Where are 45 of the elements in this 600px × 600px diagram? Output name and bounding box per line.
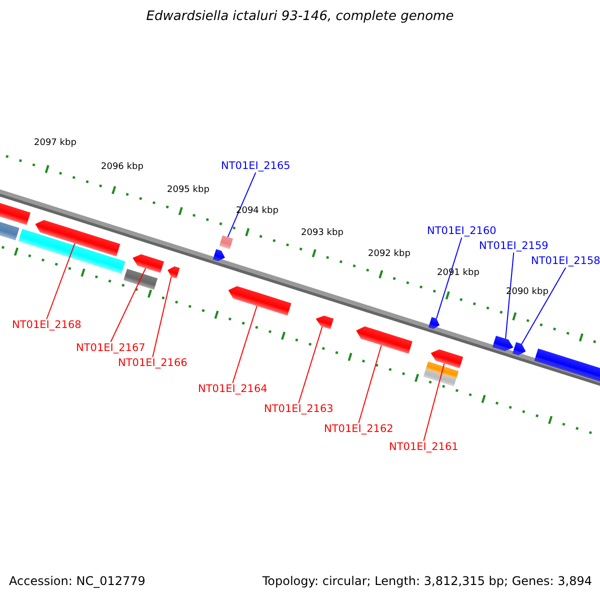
gene-label: NT01EI_2161 xyxy=(389,441,458,454)
gene-label: NT01EI_2162 xyxy=(324,423,394,436)
leader-line xyxy=(423,363,445,442)
gene-bar xyxy=(426,362,459,379)
scale-label: 2096 kbp xyxy=(101,162,144,173)
gene-feature xyxy=(228,286,292,316)
gene-label: NT01EI_2160 xyxy=(427,225,496,238)
scale-label: 2097 kbp xyxy=(34,138,76,149)
gene-label: NT01EI_2168 xyxy=(12,319,82,332)
leader-line xyxy=(152,276,172,358)
leader-line xyxy=(521,267,566,344)
leader-line xyxy=(232,305,258,384)
gene-feature xyxy=(316,316,334,330)
gene-feature xyxy=(356,326,412,354)
gene-feature xyxy=(212,249,225,262)
footer-text: Topology: circular; Length: 3,812,315 bp; Genes: 3,894 xyxy=(262,574,592,588)
gene-feature xyxy=(132,254,164,273)
leader-line xyxy=(505,252,514,340)
footer-text: Accession: NC_012779 xyxy=(9,574,146,588)
leader-line xyxy=(436,237,462,320)
gene-feature xyxy=(492,336,514,352)
gene-label: NT01EI_2166 xyxy=(118,357,188,370)
gene-label: NT01EI_2163 xyxy=(264,403,334,416)
leader-line xyxy=(358,344,382,424)
scale-label: 2092 kbp xyxy=(368,249,410,260)
leader-line xyxy=(46,242,76,320)
scale-label: 2095 kbp xyxy=(167,185,210,196)
gene-feature xyxy=(430,349,464,368)
gene-label: NT01EI_2158 xyxy=(531,255,600,268)
gene-bar xyxy=(423,369,456,386)
gene-bar xyxy=(18,228,126,274)
gene-label: NT01EI_2164 xyxy=(198,383,268,396)
leader-line xyxy=(298,326,323,404)
leader-line xyxy=(227,172,256,238)
title: Edwardsiella ictaluri 93-146, complete genome xyxy=(145,9,455,25)
gene-label: NT01EI_2159 xyxy=(479,240,548,253)
gene-bar xyxy=(124,268,158,290)
gene-feature xyxy=(168,266,180,279)
gene-label: NT01EI_2165 xyxy=(221,160,290,173)
gene-feature xyxy=(35,220,120,256)
gene-bar xyxy=(219,235,234,250)
gene-feature xyxy=(512,342,526,356)
gene-label: NT01EI_2167 xyxy=(76,342,146,355)
scale-label: 2093 kbp xyxy=(301,228,344,239)
gene-feature xyxy=(428,317,440,330)
